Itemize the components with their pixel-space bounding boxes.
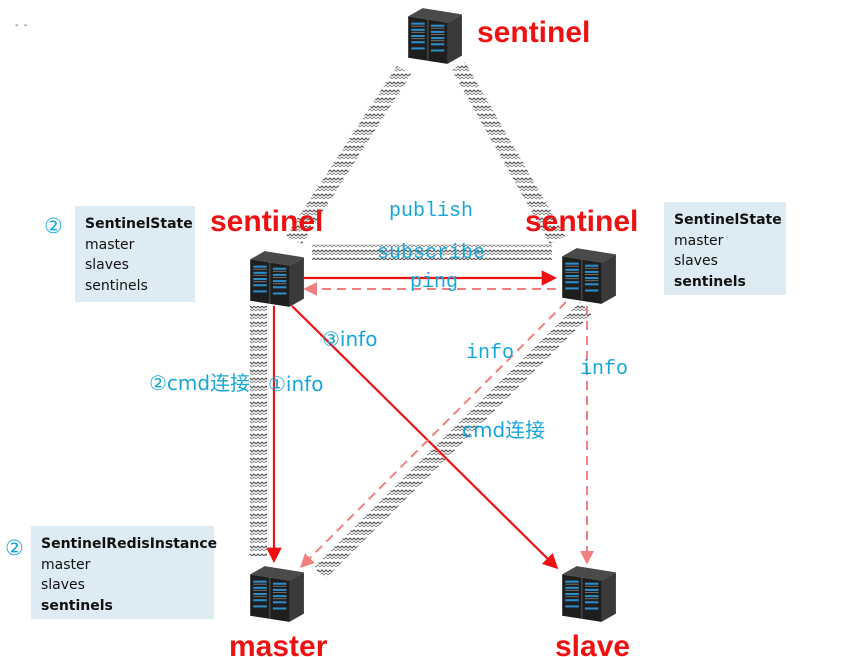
server-slave bbox=[561, 565, 617, 623]
sentinel-state-box-right: SentinelState master slaves sentinels bbox=[664, 202, 786, 295]
server-icon bbox=[407, 7, 463, 65]
box-title: SentinelRedisInstance bbox=[41, 536, 218, 552]
edge-label-publish: publish bbox=[389, 200, 473, 223]
server-icon bbox=[249, 250, 305, 308]
box-row-sentinels: sentinels bbox=[85, 277, 148, 294]
label-sentinel-left: sentinel bbox=[210, 205, 323, 238]
pink-dashed-arrows bbox=[300, 282, 594, 568]
server-icon bbox=[561, 565, 617, 623]
edge-label-info-right: info bbox=[580, 358, 628, 381]
box-row-master: master bbox=[41, 556, 91, 573]
box-title: SentinelState bbox=[85, 216, 193, 232]
arrow-right-sentinel-to-master bbox=[300, 301, 567, 568]
edge-label-cmd-left: ②cmd连接 bbox=[149, 371, 250, 395]
box-row-slaves: slaves bbox=[85, 257, 129, 273]
edge-label-info-3: ③info bbox=[322, 327, 377, 351]
edge-label-ping: ping bbox=[410, 271, 458, 294]
box-title: SentinelState bbox=[674, 212, 782, 228]
marker-left-state: ② bbox=[44, 214, 63, 238]
chain-top-left bbox=[286, 66, 411, 244]
sentinel-redis-instance-box: SentinelRedisInstance master slaves sent… bbox=[31, 526, 218, 619]
box-row-slaves: slaves bbox=[674, 253, 718, 269]
server-master bbox=[249, 565, 305, 623]
edge-label-info-1: ①info bbox=[268, 372, 323, 396]
sentinel-state-box-left: SentinelState master slaves sentinels bbox=[75, 206, 195, 302]
box-row-sentinels: sentinels bbox=[41, 597, 113, 614]
server-icon bbox=[561, 247, 617, 305]
edge-label-info-mid: info bbox=[466, 342, 514, 365]
corner-dots: - - bbox=[15, 20, 29, 31]
server-sentinel-top bbox=[407, 7, 463, 65]
label-sentinel-right: sentinel bbox=[525, 205, 638, 238]
red-arrows bbox=[266, 270, 559, 570]
chain-top-right bbox=[452, 62, 565, 244]
box-row-master: master bbox=[85, 236, 135, 253]
server-sentinel-right bbox=[561, 247, 617, 305]
label-master: master bbox=[229, 630, 328, 657]
edge-label-cmd-right: cmd连接 bbox=[462, 418, 545, 442]
label-slave: slave bbox=[555, 630, 630, 657]
chain-links bbox=[250, 62, 592, 578]
chain-left-vertical bbox=[250, 306, 267, 556]
box-row-master: master bbox=[674, 232, 724, 249]
edge-label-subscribe: subscribe bbox=[377, 242, 485, 265]
server-sentinel-left bbox=[249, 250, 305, 308]
chain-sentinel-horizontal bbox=[312, 244, 552, 260]
box-row-sentinels: sentinels bbox=[674, 273, 746, 290]
label-sentinel-top: sentinel bbox=[477, 16, 590, 49]
box-row-slaves: slaves bbox=[41, 577, 85, 593]
arrow-left-sentinel-to-slave bbox=[291, 305, 559, 570]
server-icon bbox=[249, 565, 305, 623]
chain-right-to-master bbox=[313, 302, 592, 578]
marker-redis-instance: ② bbox=[5, 536, 24, 560]
